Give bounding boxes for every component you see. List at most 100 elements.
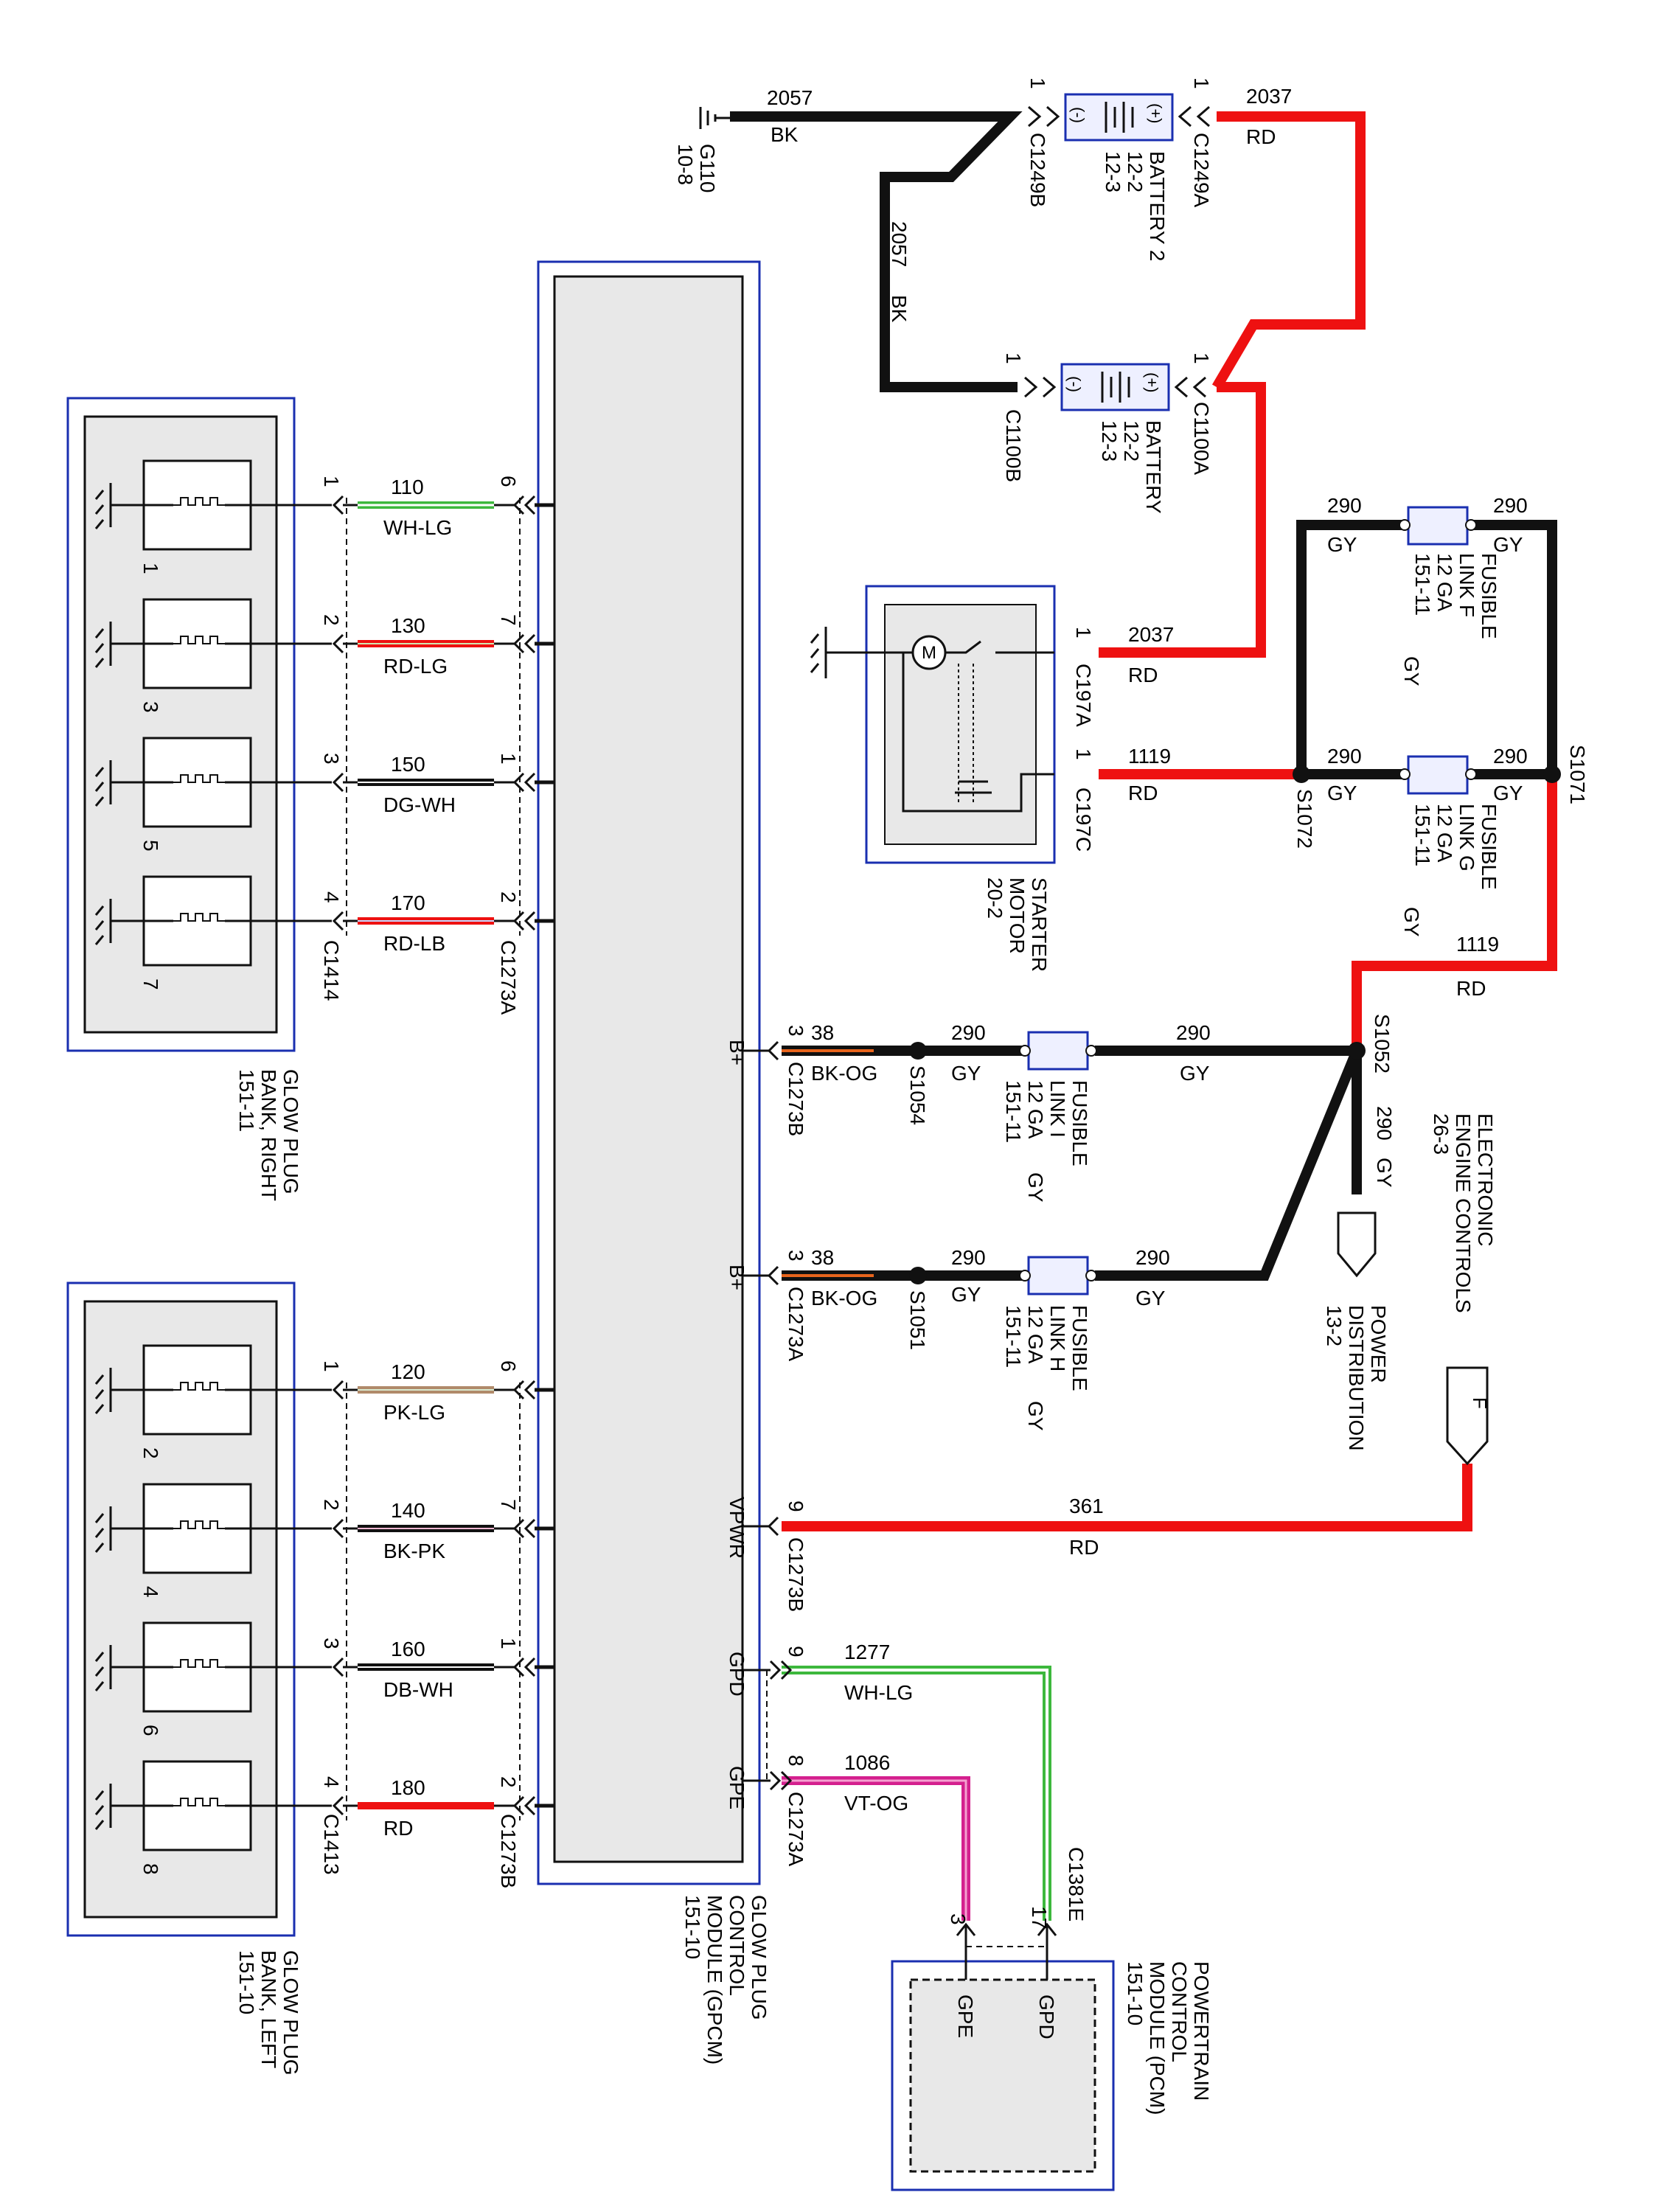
fusible-link-h-name: FUSIBLE (1068, 1305, 1091, 1391)
glow_left-plug-number: 4 (139, 1586, 162, 1598)
gpcm-c1273a-gpe: C1273A (785, 1792, 807, 1867)
fusible-link-f-name: FUSIBLE (1478, 553, 1500, 639)
eec-line2: ENGINE CONTROLS (1452, 1113, 1475, 1313)
fusible-link-f-name2: LINK F (1455, 553, 1478, 617)
glow_left-plug-number: 8 (139, 1863, 162, 1875)
connector-icon (512, 1657, 536, 1677)
glow_right-plug-number: 7 (139, 978, 162, 990)
battery-2-conn-neg: C1249B (1026, 133, 1049, 207)
battery-2-pin-neg: 1 (1026, 77, 1049, 89)
fusible-link-g-color: GY (1400, 907, 1423, 937)
wire-290-i-left-circuit: 290 (951, 1021, 986, 1044)
battery-1-neg: (-) (1065, 376, 1084, 392)
wire-290-i-left-color: GY (951, 1062, 981, 1085)
gpcm-c1273a-mid: C1273A (785, 1287, 807, 1362)
wire-290-g-right-color: GY (1493, 782, 1523, 804)
pcm-pin-gpe: GPE (954, 1994, 977, 2038)
wire-1277-color: WH-LG (844, 1681, 913, 1704)
glow_left-pin-mod: 6 (497, 1360, 520, 1372)
gpcm-c1273b-top: C1273B (785, 1062, 807, 1136)
wire-1119 (1099, 769, 1557, 1051)
glow_right-wire-color: DG-WH (383, 793, 456, 816)
wire-38-lower-color: BK-OG (811, 1287, 877, 1310)
wire-38-upper-circuit: 38 (811, 1021, 834, 1044)
glow_right-wire-color: WH-LG (383, 516, 452, 539)
pcm-line3: MODULE (PCM) (1146, 1961, 1169, 2115)
wire-290-i-right-color: GY (1180, 1062, 1210, 1085)
gpcm-line1: GLOW PLUG (748, 1895, 771, 2020)
wire-290-f-left-circuit: 290 (1327, 494, 1362, 517)
connector-icon (512, 911, 536, 931)
connector-icon (332, 1518, 344, 1539)
splice-s1072-label: S1072 (1293, 789, 1316, 849)
battery-1-name: BATTERY (1142, 420, 1165, 514)
gpcm-c1273b-vpwr: C1273B (785, 1537, 807, 1612)
splice-s1054-label: S1054 (906, 1065, 929, 1125)
starter-conn-a: C197A (1072, 664, 1095, 727)
wire-2037-top-color: RD (1246, 125, 1276, 148)
fusible-link-h (1019, 1256, 1097, 1295)
gpcm-pin-vpwr: VPWR (726, 1497, 748, 1559)
connector-icon (512, 1795, 536, 1816)
gpcm-pin8: 8 (785, 1755, 807, 1767)
wire-361 (782, 1464, 1472, 1531)
glow_left-wire-color: DB-WH (383, 1678, 453, 1701)
gpcm-line2: CONTROL (726, 1895, 748, 1996)
pcm-conn: C1381E (1065, 1847, 1088, 1921)
battery-2-ref2: 12-3 (1102, 151, 1124, 192)
glow_right-pin-bank: 4 (320, 891, 343, 903)
fusible-link-i-color: GY (1024, 1172, 1047, 1203)
wire-1086-color: VT-OG (844, 1792, 908, 1815)
connector-icon (512, 495, 536, 515)
wire-290-g-right-circuit: 290 (1493, 745, 1528, 768)
glow_right-pin-bank: 3 (320, 753, 343, 765)
glow_right-wire-color: RD-LG (383, 655, 448, 678)
starter-motor: M (826, 585, 1056, 864)
wire-290-down-color: GY (1373, 1158, 1396, 1188)
fusible-link-f-color: GY (1400, 656, 1423, 686)
gpcm-pin-gpd: GPD (726, 1652, 748, 1697)
fusible-link-g-gauge: 12 GA (1433, 804, 1456, 863)
glow_left-pin-mod: 7 (497, 1499, 520, 1511)
starter-pin-c: 1 (1072, 748, 1095, 760)
splice-s1051-label: S1051 (906, 1290, 929, 1350)
battery-1-ref1: 12-2 (1120, 420, 1143, 462)
glow-right-conn: C1414 (320, 940, 343, 1001)
battery-2-ref1: 12-2 (1124, 151, 1147, 192)
pcm-module (891, 1960, 1115, 2191)
ground-g110-icon (699, 107, 730, 129)
pcm-ref: 151-10 (1124, 1961, 1147, 2025)
gpcm-pin3b: 3 (785, 1250, 807, 1262)
gpcm-right-connectors (743, 1040, 793, 1791)
battery-2-neg-connector (1028, 105, 1060, 128)
battery-2-pos-connector (1178, 105, 1210, 128)
eec-ref: 26-3 (1430, 1113, 1453, 1155)
glow_left-plug-number: 6 (139, 1725, 162, 1736)
gpcm-pin-gpe: GPE (726, 1766, 748, 1809)
wire-1119-starter-color: RD (1128, 782, 1158, 804)
starter-conn-c: C197C (1072, 787, 1095, 852)
glow_right-pin-mod: 2 (497, 891, 520, 903)
gpcm-pin9a: 9 (785, 1500, 807, 1512)
wire-2037-starter-circuit: 2037 (1128, 623, 1174, 646)
battery-1-pin-neg: 1 (1002, 352, 1025, 364)
splice-s1052 (1348, 1042, 1366, 1060)
wire-2037-top-circuit: 2037 (1246, 85, 1292, 108)
starter-name: STARTER (1028, 877, 1051, 972)
glow-left-ref: 151-10 (235, 1950, 258, 2014)
splice-s1051 (909, 1267, 927, 1284)
splice-s1071 (1543, 765, 1561, 783)
glow_left-pin-mod: 2 (497, 1776, 520, 1788)
glow_left-wire-circuit: 140 (391, 1499, 425, 1522)
pcm-pin-gpd: GPD (1035, 1994, 1058, 2039)
pcm-line1: POWERTRAIN (1190, 1961, 1213, 2101)
connector-icon (332, 1657, 344, 1677)
battery-1-neg-connector (1024, 376, 1057, 398)
wire-290-f-right-color: GY (1493, 533, 1523, 556)
battery-2-name: BATTERY 2 (1146, 151, 1169, 261)
glow_left-wire-color: RD (383, 1817, 413, 1840)
glow_left-wire-color: PK-LG (383, 1401, 445, 1424)
gpcm-module (537, 260, 761, 1885)
wire-361-circuit: 361 (1069, 1495, 1104, 1517)
